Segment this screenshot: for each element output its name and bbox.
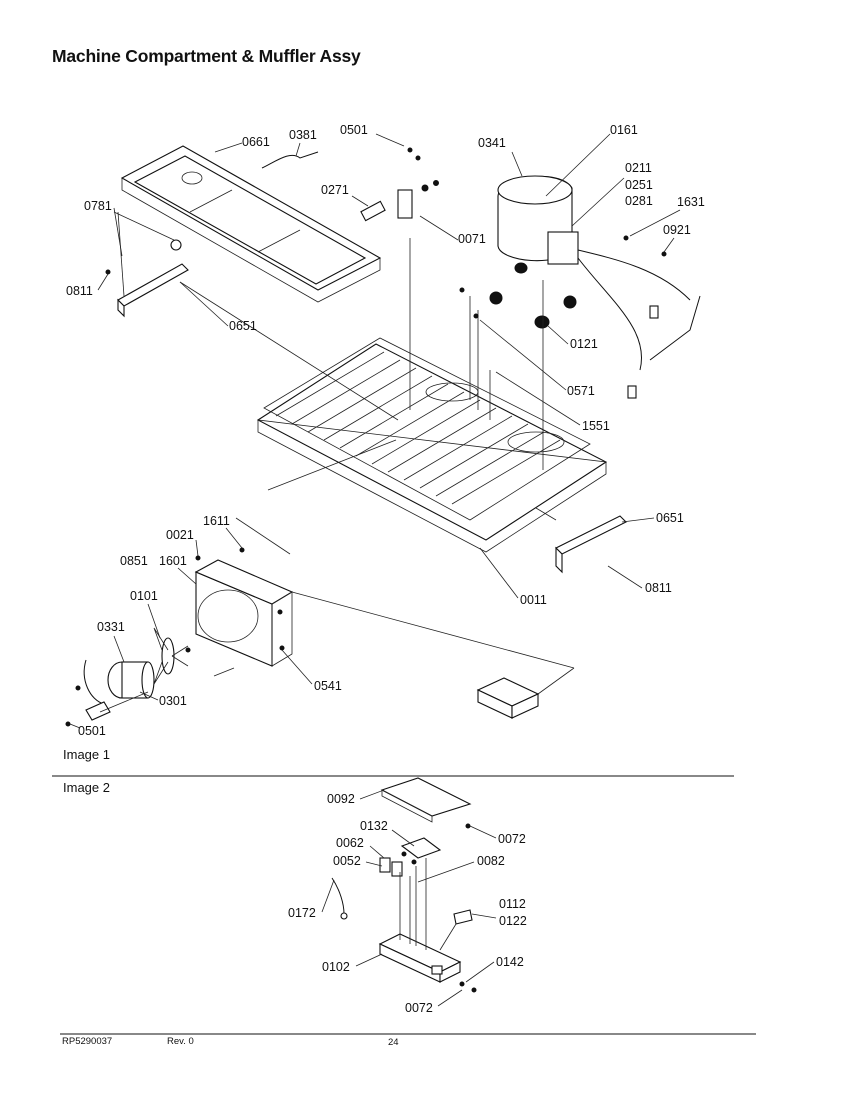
callout-1601: 1601 [159,554,187,568]
callout-0651-right: 0651 [656,511,684,525]
base-pan-part [256,337,608,553]
callout-0121: 0121 [570,337,598,351]
callout-0541: 0541 [314,679,342,693]
callout-0651-left: 0651 [229,319,257,333]
callout-0851: 0851 [120,554,148,568]
compressor-part [489,175,701,399]
callout-1551: 1551 [582,419,610,433]
callout-0161: 0161 [610,123,638,137]
callout-0341: 0341 [478,136,506,150]
footer-doc-number: RP5290037 [62,1036,112,1047]
callout-0082: 0082 [477,854,505,868]
callout-1631: 1631 [677,195,705,209]
page-title: Machine Compartment & Muffler Assy [52,46,361,66]
callout-0331: 0331 [97,620,125,634]
callout-0811-left: 0811 [66,284,93,298]
top-shelf-part [120,145,382,303]
callout-0011: 0011 [520,593,547,607]
callout-0501: 0501 [340,123,368,137]
callout-0062: 0062 [336,836,364,850]
callout-0172: 0172 [288,906,316,920]
callout-0071: 0071 [458,232,486,246]
control-box-part [476,677,540,719]
image2-label: Image 2 [63,780,110,795]
callout-0132: 0132 [360,819,388,833]
callout-0142: 0142 [496,955,524,969]
callout-0921: 0921 [663,223,691,237]
callout-0251: 0251 [625,178,653,192]
callout-0101: 0101 [130,589,158,603]
callout-0811-right: 0811 [645,581,672,595]
callout-0072-bottom: 0072 [405,1001,433,1015]
callout-0271: 0271 [321,183,349,197]
left-bracket-part [117,211,189,318]
hardware-fasteners [65,147,667,727]
callout-0211: 0211 [625,161,652,175]
callout-0301: 0301 [159,694,187,708]
callout-0122: 0122 [499,914,527,928]
image2-callouts: 0092 0072 0132 0062 0082 0052 0172 0112 … [288,789,527,1015]
footer-page-number: 24 [388,1037,399,1048]
image1-label: Image 1 [63,747,110,762]
callout-1611: 1611 [203,514,230,528]
leader-lines [99,238,575,713]
callout-0021: 0021 [166,528,194,542]
callout-0781: 0781 [84,199,112,213]
right-bracket-part [555,515,627,574]
callout-0381: 0381 [289,128,317,142]
callout-0072-top: 0072 [498,832,526,846]
callout-0281: 0281 [625,194,653,208]
callout-0571: 0571 [567,384,595,398]
callout-0112: 0112 [499,897,526,911]
image2-assembly [331,777,477,993]
callout-0501-bottom: 0501 [78,724,106,738]
callout-0052: 0052 [333,854,361,868]
fan-shroud-part [194,559,294,667]
sensor-parts [261,151,439,222]
footer-revision: Rev. 0 [167,1036,194,1047]
image1-callouts: 0661 0381 0501 0341 0161 0211 0251 0281 … [66,123,705,738]
callout-0102: 0102 [322,960,350,974]
callout-0092: 0092 [327,792,355,806]
callout-0661: 0661 [242,135,270,149]
fan-motor-parts [83,627,189,721]
